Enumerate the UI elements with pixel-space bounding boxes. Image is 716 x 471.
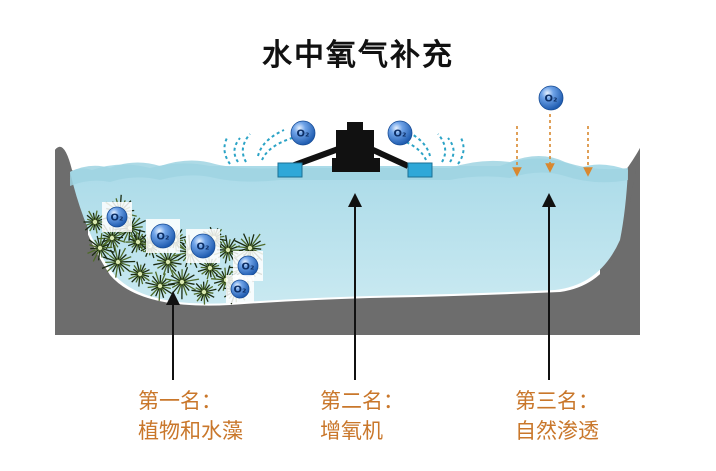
oxygen-symbol: O₂ (242, 262, 255, 273)
caption-plants: 第一名： 植物和水藻 (138, 386, 243, 446)
caption-aerator-rank: 第二名： (320, 386, 404, 416)
oxygen-symbol: O₂ (297, 129, 310, 140)
oxygen-bubble: O₂ (146, 219, 180, 253)
oxygen-bubble: O₂ (102, 202, 132, 232)
caption-aerator: 第二名： 增氧机 (320, 386, 404, 446)
oxygen-symbol: O₂ (545, 94, 558, 105)
caption-plants-name: 植物和水藻 (138, 416, 243, 446)
oxygen-bubble: O₂ (186, 229, 220, 263)
caption-diffusion-name: 自然渗透 (515, 416, 599, 446)
oxygen-symbol: O₂ (157, 232, 170, 243)
oxygen-symbol: O₂ (197, 242, 210, 253)
caption-plants-rank: 第一名： (138, 386, 243, 416)
oxygen-symbol: O₂ (394, 129, 407, 140)
oxygen-bubble: O₂ (539, 86, 563, 110)
oxygen-bubble: O₂ (226, 275, 254, 303)
diagram-title: 水中氧气补充 (0, 30, 716, 74)
caption-diffusion-rank: 第三名： (515, 386, 599, 416)
caption-diffusion: 第三名： 自然渗透 (515, 386, 599, 446)
oxygen-bubble: O₂ (291, 121, 315, 145)
caption-aerator-name: 增氧机 (320, 416, 404, 446)
oxygen-bubble: O₂ (388, 121, 412, 145)
oxygen-symbol: O₂ (111, 213, 124, 224)
oxygen-symbol: O₂ (234, 285, 247, 296)
